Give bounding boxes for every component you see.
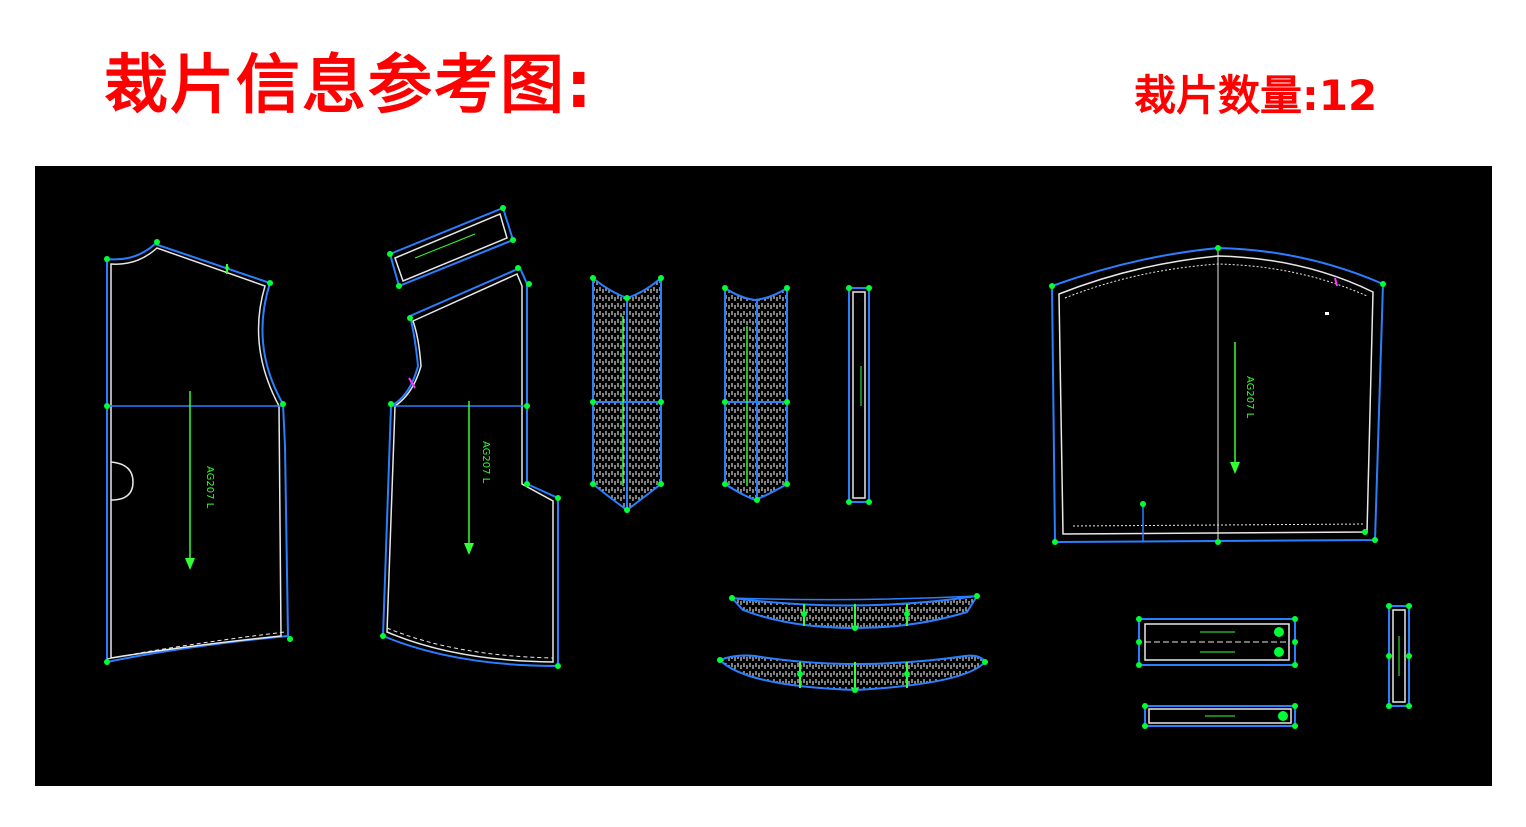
piece-placket-lower[interactable] [1142, 703, 1298, 729]
piece-count-value: 12 [1318, 71, 1378, 120]
front-style-code: AG207 L [204, 466, 215, 509]
piece-sleeve-panel[interactable]: AG207 L [1049, 245, 1386, 545]
pattern-svg[interactable]: AG207 L AG207 L [35, 166, 1492, 786]
piece-count-label: 裁片数量: [1134, 71, 1319, 120]
piece-back-panel[interactable]: AG207 L [380, 265, 561, 669]
piece-cuff-right[interactable] [722, 285, 790, 503]
title-text: 裁片信息参考图: [104, 49, 594, 123]
sleeve-style-code: AG207 L [1244, 376, 1255, 419]
piece-placket-upper[interactable] [1136, 616, 1298, 668]
piece-hem-band-upper[interactable] [729, 593, 980, 631]
piece-count: 裁片数量:12 [1134, 62, 1377, 123]
piece-small-strip[interactable] [1386, 603, 1412, 709]
pattern-canvas[interactable]: AG207 L AG207 L [35, 166, 1492, 786]
page-title: 裁片信息参考图: [104, 34, 594, 126]
piece-hem-band-lower[interactable] [717, 654, 988, 694]
back-style-code: AG207 L [480, 441, 491, 484]
piece-cuff-left[interactable] [590, 275, 664, 513]
piece-collar-strip[interactable] [387, 205, 516, 289]
piece-front-panel[interactable]: AG207 L [104, 239, 293, 665]
piece-narrow-strip[interactable] [846, 285, 872, 505]
